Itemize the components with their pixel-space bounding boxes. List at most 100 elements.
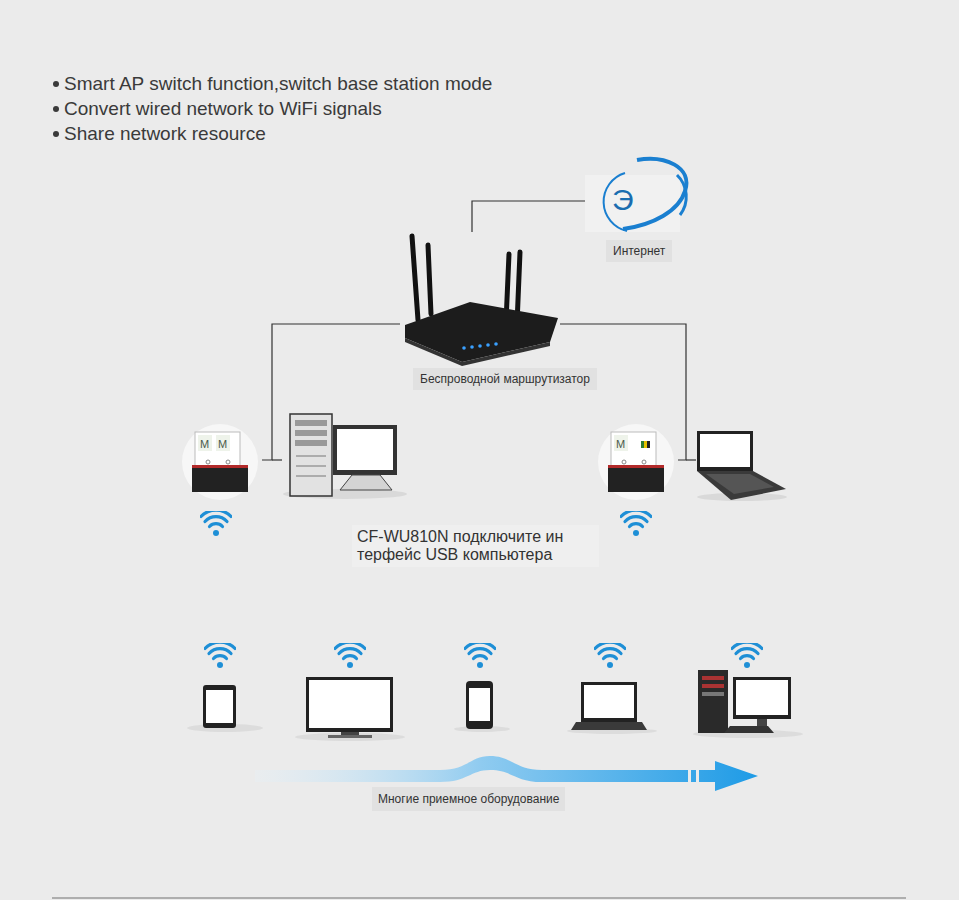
monitor-screen: [736, 680, 788, 715]
feature-bullet: Smart AP switch function,switch base sta…: [64, 72, 492, 96]
router-label: Беспроводной маршрутизатор: [413, 368, 597, 390]
tv-screen: [309, 680, 390, 728]
usb-note: CF-WU810N подключите ин терфейс USB комп…: [352, 525, 599, 567]
tv-base: [328, 735, 372, 738]
globe-arc: [677, 175, 686, 215]
plug-hole: [622, 460, 626, 464]
bullet-dot: [53, 131, 59, 137]
usb-adapter-outline: [182, 420, 262, 500]
arrow-gap: [696, 770, 699, 782]
laptop-lid: [697, 431, 753, 471]
drive-bay: [295, 430, 327, 436]
laptop-screen: [700, 434, 750, 467]
network-cable: [560, 324, 686, 460]
feature-bullet: Share network resource: [64, 122, 266, 146]
adapter-body: [608, 465, 664, 492]
sticker: [198, 435, 212, 451]
globe-backdrop: [585, 175, 680, 232]
bullet-dot: [53, 106, 59, 112]
adapter-disc: [182, 424, 258, 500]
feature-bullet: Convert wired network to WiFi signals: [64, 97, 382, 121]
tv-stand: [341, 732, 359, 735]
network-cable: [262, 324, 400, 460]
usb-plug: [611, 432, 656, 466]
drive-bay: [702, 676, 724, 680]
led: [486, 343, 490, 347]
adapter-stripe: [192, 465, 248, 468]
plug-hole: [206, 460, 210, 464]
wifi-icon: [465, 642, 495, 668]
antenna: [428, 245, 431, 314]
adapter-body: [192, 465, 248, 492]
led: [462, 346, 466, 350]
sticker-letter: M: [616, 438, 625, 450]
laptop-keyboard: [706, 474, 774, 494]
sticker: [614, 435, 628, 451]
sticker-letter: M: [218, 438, 227, 450]
usb-plug: [195, 432, 240, 466]
pc-tower: [290, 414, 332, 496]
monitor-stand: [340, 475, 392, 490]
tv-monitor: [306, 677, 393, 732]
laptop-lid: [581, 682, 637, 722]
laptop-base: [697, 471, 786, 500]
internet-letter: Э: [612, 184, 634, 216]
network-cable: [472, 201, 585, 232]
phone-screen: [469, 688, 490, 721]
wifi-icon: [621, 510, 651, 536]
vent-line: [296, 476, 326, 477]
adapter-stripe: [608, 465, 664, 468]
phone: [466, 681, 493, 729]
router-edge: [405, 338, 550, 366]
led: [494, 342, 498, 346]
internet-node: Э Интернет: [585, 155, 690, 265]
plug-hole: [226, 460, 230, 464]
flag-stripe: [647, 441, 650, 448]
internet-label: Интернет: [606, 240, 672, 262]
bottom-rule: [52, 897, 906, 899]
vent-line: [296, 456, 326, 457]
drive-bay: [702, 684, 724, 688]
flag-stripe: [641, 441, 644, 448]
laptop-base: [571, 722, 647, 730]
router-node: Беспроводной маршрутизатор: [400, 232, 560, 367]
monitor-stand: [757, 719, 767, 727]
monitor-frame: [733, 677, 791, 719]
drive-bay: [295, 420, 327, 426]
flow-arrow: [255, 756, 758, 791]
bullet-dot: [53, 81, 59, 87]
plug-hole: [642, 460, 646, 464]
usb-adapter: M: [598, 420, 678, 500]
wifi-icon: [201, 510, 231, 536]
shadow: [295, 733, 405, 741]
wire-stub: [272, 459, 282, 460]
usb-adapter-outline: [598, 420, 678, 500]
wifi-icon: [732, 642, 762, 668]
monitor-screen: [337, 429, 393, 470]
wifi-icon: [595, 642, 625, 668]
led: [478, 344, 482, 348]
antenna: [412, 236, 418, 320]
arrow-gap: [688, 770, 691, 782]
laptop-screen: [584, 685, 634, 718]
tablet: [203, 685, 236, 728]
keyboard: [724, 726, 774, 733]
router-body: [405, 302, 558, 362]
drive-bay: [295, 440, 327, 446]
vent-line: [296, 466, 326, 467]
wire-stub: [686, 459, 696, 460]
wifi-icon: [205, 642, 235, 668]
tablet-screen: [206, 690, 233, 723]
pc-tower: [698, 670, 728, 733]
flag-stripe: [644, 441, 647, 448]
usb-adapter: MM: [182, 420, 262, 500]
adapter-disc: [598, 424, 674, 500]
wifi-icon: [335, 642, 365, 668]
router-node-outline: [400, 232, 560, 367]
led: [470, 345, 474, 349]
devices-label: Многие приемное оборудование: [372, 787, 565, 811]
sticker-letter: M: [200, 438, 209, 450]
monitor-frame: [333, 425, 397, 475]
sticker: [216, 435, 230, 451]
